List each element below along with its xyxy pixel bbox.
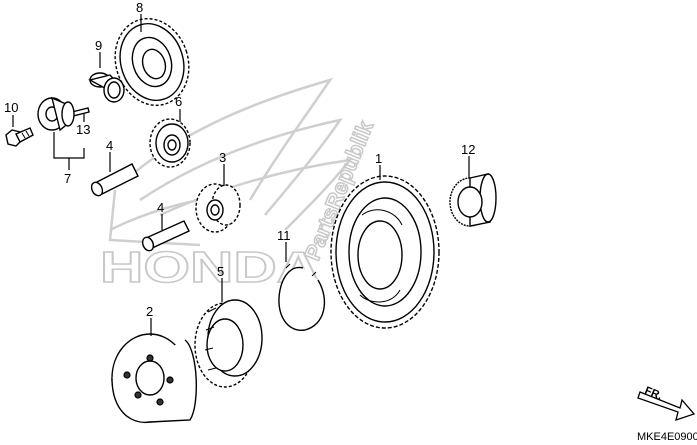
callout-10: 10: [4, 100, 18, 115]
callout-4-lower: 4: [157, 200, 164, 215]
part-10-bolt: [5, 127, 34, 147]
part-12-needle-bearing: [449, 173, 497, 227]
part-5-one-way-clutch: [194, 299, 263, 388]
part-7-collar: [37, 96, 75, 132]
part-4-shaft-lower: [141, 220, 190, 252]
callout-5: 5: [217, 264, 224, 279]
callout-12: 12: [461, 142, 475, 157]
part-8-gear: [114, 18, 190, 106]
callout-8: 8: [136, 0, 143, 15]
callout-4-upper: 4: [106, 138, 113, 153]
arrow-icon: [637, 391, 696, 421]
callout-11: 11: [277, 228, 291, 243]
callout-3: 3: [219, 150, 226, 165]
callout-9: 9: [95, 38, 102, 53]
part-6-gear: [149, 118, 191, 168]
callouts: 8 9 10 13 7 6 4 3 4 1 12 11 5 2: [4, 0, 475, 319]
part-4-shaft-upper: [90, 163, 139, 197]
part-9-bushing: [88, 72, 125, 103]
callout-13: 13: [76, 122, 90, 137]
callout-1: 1: [375, 151, 382, 166]
part-11-snap-ring: [278, 263, 326, 331]
part-3-gear: [195, 183, 241, 233]
callout-6: 6: [175, 94, 182, 109]
part-1-starter-gear: [330, 175, 440, 329]
callout-7: 7: [64, 171, 71, 186]
callout-2: 2: [146, 304, 153, 319]
front-direction-arrow: FR.: [637, 385, 696, 421]
diagram-code: MKE4E0900: [637, 431, 697, 443]
leader-lines: [12, 14, 470, 336]
part-2-clutch-outer: [111, 333, 198, 424]
